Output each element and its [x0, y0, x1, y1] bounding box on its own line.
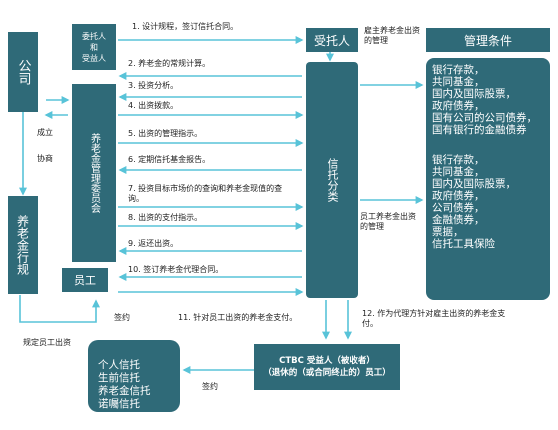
trust-dept-box: 信托分类	[306, 62, 358, 298]
company-box: 公司	[8, 32, 38, 112]
company-label: 公司	[15, 59, 31, 85]
trustee-beneficiary-box: 委托人 和 受益人	[72, 24, 116, 70]
mgmt-conditions-label: 管理条件	[463, 33, 512, 48]
pension-regulation-box: 养老金行规	[8, 196, 38, 294]
step-1-label: 1. 设计规程，签订信托合同。	[132, 22, 239, 31]
pension-committee-label: 养老金管理委员会	[88, 133, 100, 213]
step-11-label: 11. 针对员工出资的养老金支付。	[178, 313, 298, 322]
employee-label: 员工	[74, 274, 96, 287]
pension-regulation-label: 养老金行规	[15, 215, 30, 275]
ctbc-label: CTBC 受益人（被收者） （退休的（或合同终止的）员工）	[263, 356, 391, 378]
ctbc-box: CTBC 受益人（被收者） （退休的（或合同终止的）员工）	[254, 344, 400, 390]
step-6-label: 6. 定期信托基金报告。	[128, 155, 211, 164]
mgmt-conditions-box: 管理条件	[426, 28, 550, 52]
step-12-label: 12. 作为代理方针对雇主出资的养老金支付。	[362, 309, 506, 328]
personal-trust-label: 个人信托 生前信托 养老金信托 诺囑信托	[98, 359, 151, 410]
step-10-label: 10. 签订养老金代理合同。	[128, 265, 224, 274]
step-4-label: 4. 出资拨款。	[128, 101, 179, 110]
step-3-label: 3. 投资分析。	[128, 81, 179, 90]
regulate-label: 规定员工出资	[23, 338, 71, 347]
coordinate-label: 协商	[37, 154, 53, 163]
conditions-list-2: 银行存款， 共同基金， 国内及国际股票， 政府债券， 公司债券， 金融债券， 票…	[432, 154, 516, 250]
sign-contract-label-1: 签约	[114, 313, 130, 322]
conditions-list-1: 银行存款， 共同基金， 国内及国际股票， 政府债券， 国有公司的公司债券， 国有…	[432, 64, 537, 136]
step-9-label: 9. 返还出资。	[128, 239, 179, 248]
step-5-label: 5. 出资的管理指示。	[128, 129, 203, 138]
trustee-beneficiary-label: 委托人 和 受益人	[82, 31, 106, 63]
trustor-box: 受托人	[306, 28, 358, 52]
sign-contract-label-2: 签约	[202, 382, 218, 391]
trust-dept-label: 信托分类	[326, 158, 339, 202]
personal-trust-box: 个人信托 生前信托 养老金信托 诺囑信托	[88, 340, 180, 412]
step-8-label: 8. 出资的支付指示。	[128, 213, 203, 222]
arrow-regulation-employee	[19, 295, 100, 323]
trustor-desc-label: 雇主养老金出资的管理	[364, 26, 420, 45]
step-7-label: 7. 投资目标市场价的查询和养老金现值的查询。	[128, 184, 283, 203]
trustor-label: 受托人	[313, 33, 350, 48]
establish-label: 成立	[37, 128, 53, 137]
employee-box: 员工	[62, 268, 108, 292]
employee-contrib-desc-label: 员工养老金出资的管理	[360, 212, 416, 231]
pension-committee-box: 养老金管理委员会	[72, 84, 116, 262]
conditions-panel: 银行存款， 共同基金， 国内及国际股票， 政府债券， 国有公司的公司债券， 国有…	[426, 58, 550, 300]
step-2-label: 2. 养老金的常规计算。	[128, 59, 211, 68]
